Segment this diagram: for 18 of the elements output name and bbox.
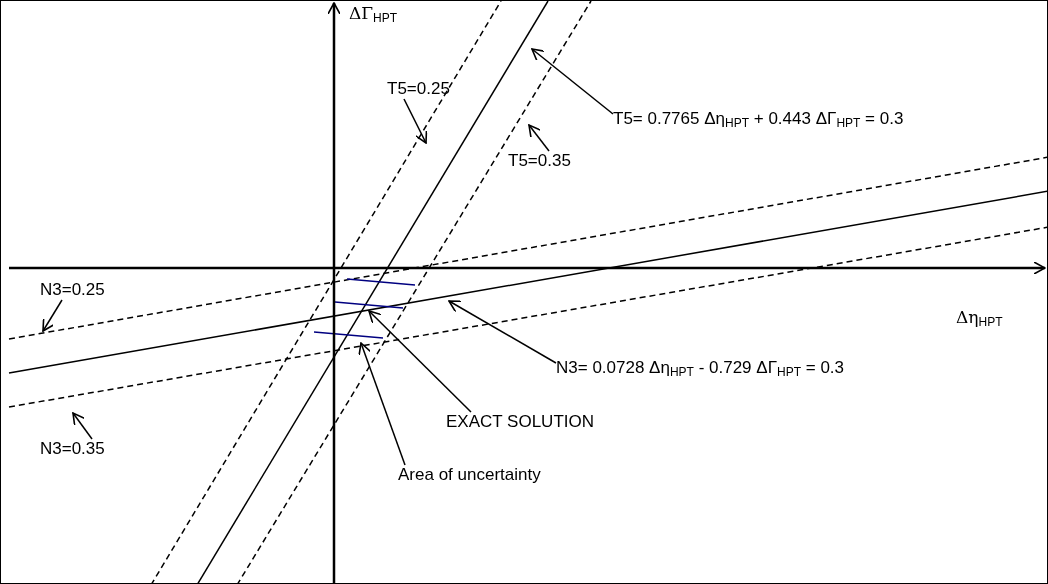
leader-arrow: [368, 310, 472, 413]
line-label: N3=0.35: [40, 439, 105, 459]
leader-arrow: [528, 124, 550, 152]
line-label: N3=0.25: [40, 280, 105, 300]
line-label: EXACT SOLUTION: [446, 412, 594, 432]
line-label: T5=0.35: [508, 151, 571, 171]
axis-label: ΔΓ$_{HPT}$: [349, 3, 398, 27]
leader-arrow: [531, 48, 614, 115]
line-label: T5=0.25: [387, 79, 450, 99]
leader-arrow: [448, 300, 557, 364]
leader-arrow: [42, 299, 63, 332]
leader-arrow: [403, 98, 428, 144]
leader-arrow: [72, 412, 93, 440]
line-label: T5= 0.7765 Δη$_{HPT}$ + 0.443 ΔΓ$_{HPT}$ = 0.3: [613, 109, 904, 133]
axis-label: Δη$_{HPT}$: [956, 307, 1003, 331]
line-label: Area of uncertainty: [398, 465, 541, 485]
leader-arrow: [358, 342, 406, 466]
line-label: N3= 0.0728 Δη$_{HPT}$ - 0.729 ΔΓ$_{HPT}$ = 0.3: [556, 358, 845, 382]
